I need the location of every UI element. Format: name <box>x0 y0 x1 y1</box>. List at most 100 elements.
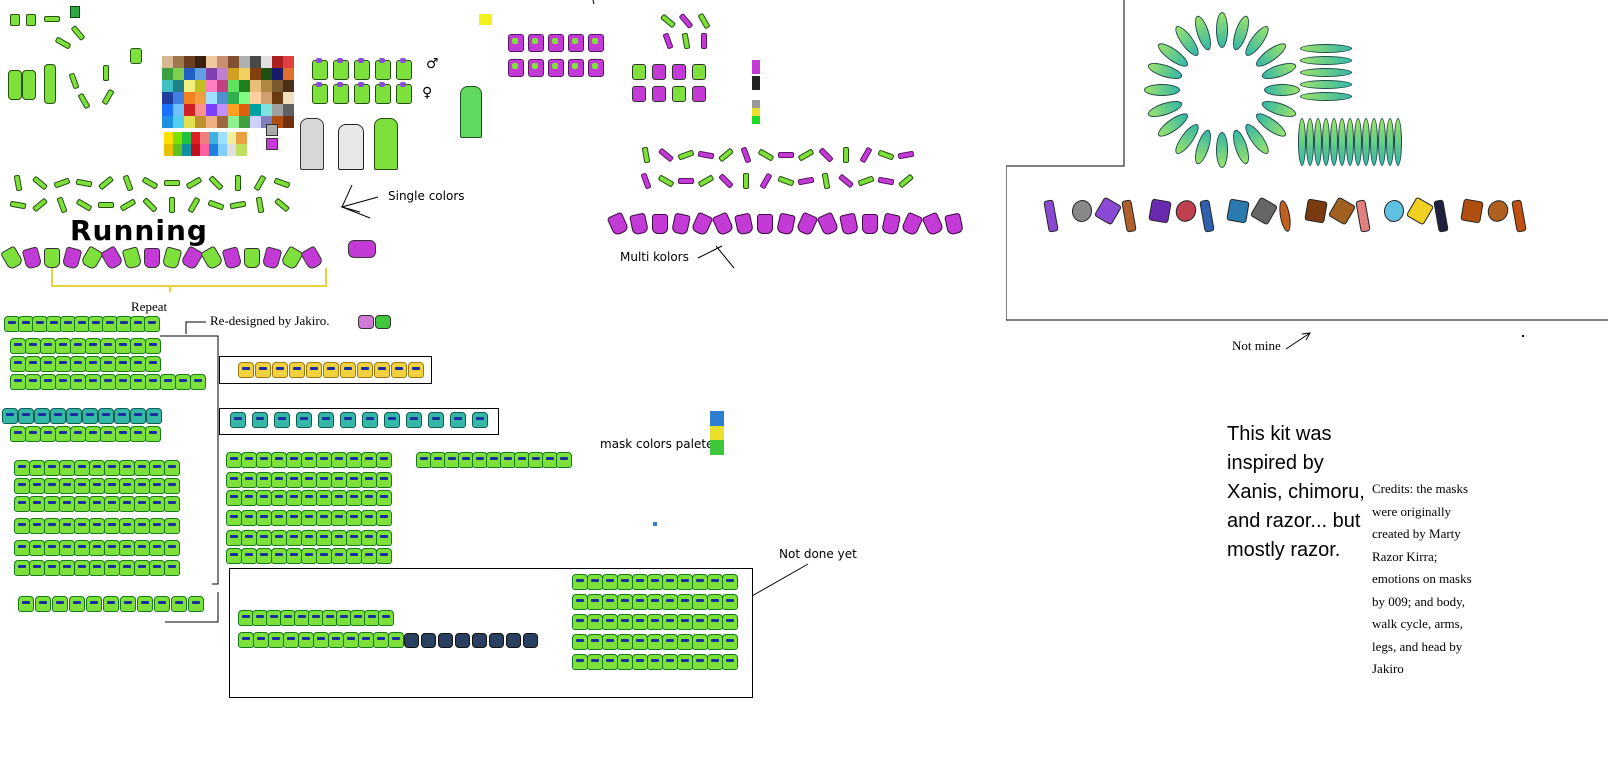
mask-sprite <box>677 634 693 650</box>
multi-part <box>652 86 666 102</box>
mask-sprite <box>306 362 322 378</box>
multi-kolors-label: Multi kolors <box>620 250 689 264</box>
body-sprite-detail <box>400 82 406 87</box>
mask-sprite <box>226 510 242 526</box>
mask-sprite <box>298 632 314 648</box>
mask-sprite <box>14 560 30 576</box>
multi-part <box>632 64 646 80</box>
palette-swatch <box>184 56 195 68</box>
mask-sprite <box>450 412 466 428</box>
character-sprite <box>460 86 482 138</box>
palette-swatch <box>261 68 272 80</box>
mask-sprite <box>238 632 254 648</box>
mask-sprite <box>528 452 544 468</box>
palette-swatch <box>227 132 238 144</box>
color-swatch <box>479 14 492 25</box>
mask-sprite <box>472 412 488 428</box>
not-mine-label: Not mine <box>1232 338 1281 353</box>
mask-sprite <box>361 452 377 468</box>
palette-swatch <box>162 116 173 128</box>
mask-sprite <box>66 408 82 424</box>
multi-part <box>672 86 686 102</box>
palette-swatch <box>162 68 173 80</box>
leg-sprite <box>348 240 376 258</box>
mask-sprite <box>114 408 130 424</box>
dark-mask-sprite <box>404 633 419 648</box>
mask-sprite <box>89 496 105 512</box>
sprite-part <box>44 64 56 104</box>
mask-sprite <box>154 596 170 612</box>
mask-sprite <box>230 412 246 428</box>
palette-swatch <box>173 68 184 80</box>
palette-swatch <box>236 132 247 144</box>
sprite-part <box>44 16 60 22</box>
mask-sprite <box>119 540 135 556</box>
body-sprite-detail <box>572 38 578 44</box>
mask-sprite <box>164 560 180 576</box>
mask-sprite <box>602 614 618 630</box>
mask-sprite <box>376 452 392 468</box>
palette-swatch <box>228 68 239 80</box>
color-swatch <box>266 138 278 150</box>
sprite-part <box>22 70 36 100</box>
palette-swatch <box>182 144 193 156</box>
mask-sprite <box>120 596 136 612</box>
male-symbol: ♂ <box>426 56 439 72</box>
sprite-part <box>8 70 22 100</box>
mask-sprite <box>149 518 165 534</box>
mask-sprite <box>340 362 356 378</box>
dark-mask-sprite <box>489 633 504 648</box>
multi-part <box>692 64 706 80</box>
body-sprite-detail <box>316 82 322 87</box>
mask-sprite <box>378 610 394 626</box>
mask-sprite <box>391 362 407 378</box>
palette-swatch <box>195 116 206 128</box>
mask-sprite <box>283 632 299 648</box>
palette-swatch <box>218 144 229 156</box>
palette-swatch <box>283 56 294 68</box>
palette-swatch <box>164 144 175 156</box>
sprite-part <box>10 14 20 26</box>
mask-sprite <box>146 408 162 424</box>
mask-sprite <box>130 374 146 390</box>
palette-swatch <box>195 92 206 104</box>
palette-swatch <box>173 104 184 116</box>
leaf-blade <box>1300 56 1352 65</box>
sprite-part <box>26 14 36 26</box>
palette-swatch <box>184 104 195 116</box>
mask-sprite <box>145 338 161 354</box>
palette-swatch <box>250 80 261 92</box>
weapons-panel <box>1005 0 1608 322</box>
palette-swatch <box>250 68 261 80</box>
dark-mask-sprite <box>438 633 453 648</box>
body-sprite-detail <box>379 58 385 63</box>
palette-swatch <box>250 56 261 68</box>
palette-swatch <box>239 116 250 128</box>
mask-sprite <box>722 574 738 590</box>
mask-sprite <box>357 362 373 378</box>
mask-sprite <box>376 472 392 488</box>
color-swatch <box>752 100 760 108</box>
mask-sprite <box>323 362 339 378</box>
mask-sprite <box>82 408 98 424</box>
palette-swatch <box>206 116 217 128</box>
palette-swatch <box>272 80 283 92</box>
mask-sprite <box>145 356 161 372</box>
pixel-dot <box>1522 335 1524 337</box>
body-sprite-detail <box>512 38 518 44</box>
yellow-mask-box <box>219 356 432 384</box>
mask-sprite <box>722 614 738 630</box>
palette-swatch <box>228 80 239 92</box>
palette-swatch <box>206 80 217 92</box>
mask-sprite <box>617 594 633 610</box>
mask-sprite <box>226 548 242 564</box>
redesigned-label: Re-designed by Jakiro. <box>210 313 330 328</box>
mask-palette-green <box>710 440 724 455</box>
mask-sprite <box>692 594 708 610</box>
multi-leg <box>652 214 668 234</box>
mask-sprite <box>384 412 400 428</box>
mask-sprite <box>677 614 693 630</box>
palette-swatch <box>250 92 261 104</box>
mask-sprite <box>647 574 663 590</box>
palette-swatch <box>200 132 211 144</box>
